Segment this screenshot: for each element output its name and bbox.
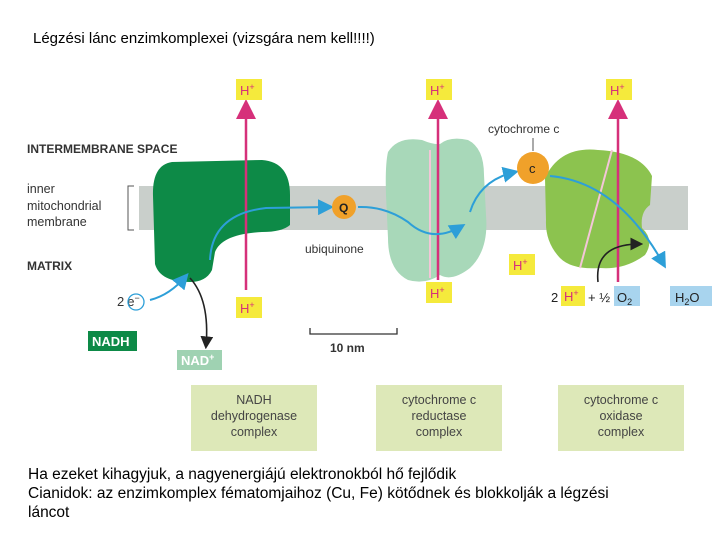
svg-text:dehydrogenase: dehydrogenase (211, 409, 297, 423)
electron-arrow-complex-iii-to-cytc (469, 166, 519, 213)
electron-arrow-cytc-to-complex-iv (549, 175, 666, 269)
complex-iv-light-channel (579, 149, 613, 269)
membrane-label-line-1: inner (27, 182, 55, 196)
ubiquinone-label: ubiquinone (305, 242, 364, 256)
reaction-proton-box: H+ (561, 286, 585, 306)
electron-ring-icon (127, 293, 145, 311)
svg-text:complex: complex (231, 425, 278, 439)
proton-box-bottom-1: H+ (236, 297, 262, 318)
complex-i-name-box: NADH dehydrogenase complex (191, 385, 317, 451)
nadh-label: NADH (92, 334, 130, 349)
svg-text:H+: H+ (430, 82, 445, 98)
footer-line-3: láncot (28, 504, 70, 521)
slide-footer: Ha ezeket kihagyjuk, a nagyenergiájú ele… (28, 465, 708, 522)
proton-box-bottom-2: H+ (426, 282, 452, 303)
proton-box-top-1: H+ (236, 79, 262, 100)
ubiquinone-letter: Q (339, 201, 348, 215)
complex-i-shape (152, 160, 290, 282)
intermembrane-space-label: INTERMEMBRANE SPACE (27, 142, 177, 156)
complex-iv-shape (545, 149, 652, 269)
reaction-coefficient: 2 (551, 290, 558, 305)
membrane-label-line-3: membrane (27, 215, 87, 229)
scale-bar (309, 328, 398, 335)
matrix-label: MATRIX (27, 259, 72, 273)
slide-title: Légzési lánc enzimkomplexei (vizsgára ne… (33, 30, 375, 47)
electron-arrow-q-to-complex-iii (357, 205, 466, 240)
water-box (670, 286, 712, 306)
ubiquinone-circle (332, 195, 356, 219)
svg-text:H+: H+ (430, 285, 445, 301)
svg-text:H+: H+ (240, 82, 255, 98)
cytochrome-c-circle (517, 152, 549, 184)
nad-plus-label: NAD+ (181, 352, 214, 368)
svg-text:cytochrome c: cytochrome c (402, 393, 476, 407)
cytochrome-c-letter: c (529, 161, 536, 176)
footer-line-1: Ha ezeket kihagyjuk, a nagyenergiájú ele… (28, 466, 457, 483)
proton-box-bottom-3: H+ (509, 254, 535, 275)
complex-iii-shape (385, 138, 487, 282)
proton-box-top-2: H+ (426, 79, 452, 100)
svg-text:H+: H+ (513, 257, 528, 273)
electron-arrow-nadh-to-complex-i (149, 272, 189, 301)
membrane-bracket (127, 185, 134, 231)
svg-text:H+: H+ (564, 288, 579, 304)
water-label: H2O (675, 290, 700, 307)
scale-bar-label: 10 nm (330, 341, 365, 355)
membrane-label-line-2: mitochondrial (27, 199, 101, 213)
electron-arrow-complex-i-to-q (209, 199, 334, 261)
svg-text:reductase: reductase (412, 409, 467, 423)
reaction-arrow-complex-iv (596, 237, 644, 283)
complex-iv-name-box: cytochrome c oxidase complex (558, 385, 684, 451)
svg-text:H+: H+ (610, 82, 625, 98)
nad-plus-box (177, 350, 222, 370)
cytochrome-c-label: cytochrome c (488, 122, 559, 136)
svg-text:oxidase: oxidase (599, 409, 642, 423)
svg-text:cytochrome c: cytochrome c (584, 393, 658, 407)
oxygen-label: O2 (617, 290, 632, 307)
svg-text:H+: H+ (240, 300, 255, 316)
complex-iii-name-box: cytochrome c reductase complex (376, 385, 502, 451)
proton-box-top-3: H+ (606, 79, 632, 100)
nadh-box (88, 331, 137, 351)
footer-line-2: Cianidok: az enzimkomplex fématomjaihoz … (28, 485, 609, 502)
svg-text:complex: complex (598, 425, 645, 439)
svg-text:NADH: NADH (236, 393, 271, 407)
oxygen-box (614, 286, 640, 306)
nadh-oxidation-arrow (189, 277, 214, 350)
svg-text:complex: complex (416, 425, 463, 439)
reaction-half-plus: + ½ (588, 290, 610, 305)
